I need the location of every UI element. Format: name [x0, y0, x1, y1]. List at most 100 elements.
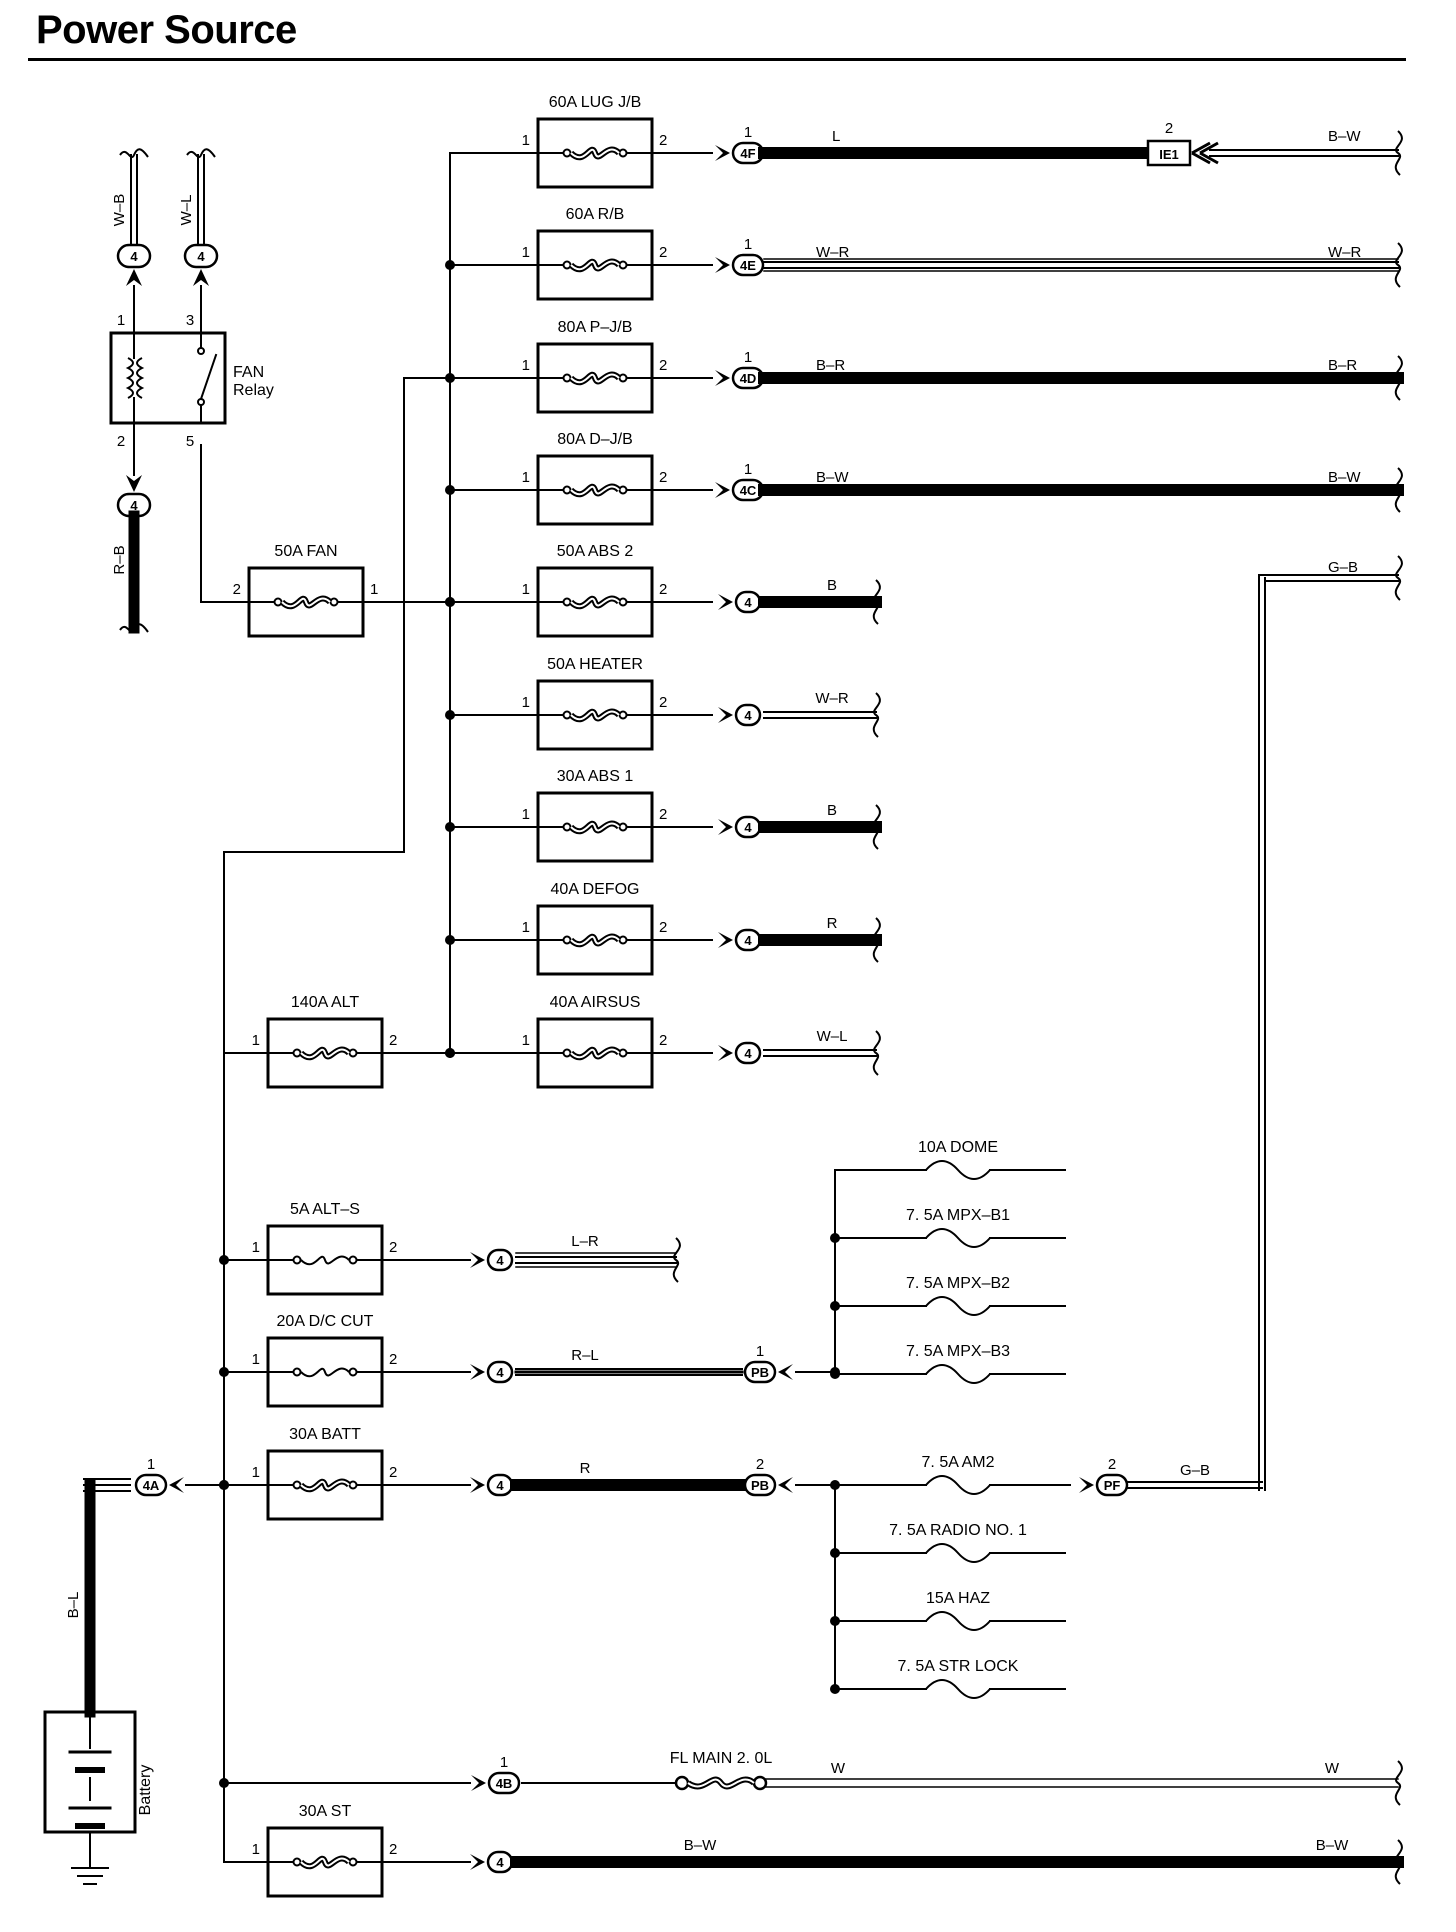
fuse-link [300, 1255, 350, 1266]
connector-arrow [715, 145, 730, 161]
junction-dot [830, 1548, 840, 1558]
wire-cut-end [872, 1030, 881, 1076]
fuse-link [570, 710, 620, 721]
relay-label: FAN [233, 364, 264, 381]
pin-number: 1 [744, 124, 752, 141]
connector-4b [487, 1771, 521, 1795]
pin-number: 1 [522, 919, 530, 936]
connector-label: PF [1104, 1478, 1121, 1493]
fuse-link [300, 1857, 350, 1868]
connector-label: IE1 [1159, 147, 1179, 162]
wire-label: W–L [817, 1028, 848, 1045]
connector-pb [743, 1473, 777, 1497]
page-title: Power Source [36, 8, 297, 52]
connector-label: 4C [740, 483, 757, 498]
wire-label: W–R [815, 690, 849, 707]
junction-dot [445, 485, 455, 495]
connector-label: 4E [740, 258, 756, 273]
pin-number: 1 [522, 132, 530, 149]
wire-label: B–R [816, 357, 845, 374]
fuse-label: 50A ABS 2 [557, 543, 634, 560]
wire-label: B–L [65, 1592, 82, 1619]
relay-label: Relay [233, 382, 274, 399]
junction-dot [830, 1301, 840, 1311]
pin-number: 1 [370, 581, 378, 598]
connector-pf [1095, 1473, 1129, 1497]
connector-arrow [718, 819, 733, 835]
fuse-label: 20A D/C CUT [277, 1313, 374, 1330]
connector-arrow [1191, 141, 1219, 165]
small-fuse-symbol [925, 1475, 991, 1495]
pin-number: 2 [659, 132, 667, 149]
wire-relay-5 [200, 444, 249, 603]
battery-label: Battery [137, 1765, 154, 1816]
pin-number: 1 [252, 1032, 260, 1049]
fuse-link [570, 373, 620, 384]
pin-number: 1 [744, 349, 752, 366]
relay-coil [125, 357, 134, 399]
small-fuse-symbol [925, 1160, 991, 1180]
wire-label: B–W [684, 1837, 717, 1854]
connector-arrow [718, 594, 733, 610]
pin-number: 2 [659, 806, 667, 823]
connector-arrow [126, 269, 142, 286]
wire-label: G–B [1180, 1462, 1210, 1479]
connector-label: 4 [496, 1253, 504, 1268]
fuse-label: 30A ABS 1 [557, 768, 634, 785]
junction-dot [830, 1616, 840, 1626]
pin-number: 1 [252, 1464, 260, 1481]
pin-number: 2 [659, 694, 667, 711]
junction-dot [830, 1367, 840, 1377]
fusible-link [687, 1778, 755, 1788]
pin-number: 2 [659, 1032, 667, 1049]
pin-number: 2 [1165, 120, 1173, 137]
wire-label: L–R [571, 1233, 599, 1250]
wire-label: B [827, 802, 837, 819]
pin-number: 1 [522, 694, 530, 711]
connector-label: 4 [130, 498, 138, 513]
wire-cut-end [119, 148, 149, 158]
wire-label: B–W [816, 469, 849, 486]
pin-number: 1 [252, 1239, 260, 1256]
wire-cut-end [1394, 242, 1403, 288]
pin-number: 2 [389, 1464, 397, 1481]
fuse-terminal [292, 1367, 302, 1377]
fuse-label: 80A P–J/B [558, 319, 633, 336]
wire-cut-end [1394, 467, 1403, 513]
pin-number: 2 [659, 919, 667, 936]
pin-number: 1 [744, 461, 752, 478]
pin-number: 1 [744, 236, 752, 253]
connector-arrow [715, 370, 730, 386]
pin-number: 2 [389, 1841, 397, 1858]
connector-arrow [470, 1477, 485, 1493]
pin-number: 1 [252, 1351, 260, 1368]
wire-cut-end [1394, 1760, 1403, 1806]
connector-arrow [470, 1252, 485, 1268]
junction-dot [445, 597, 455, 607]
fuse-label: 80A D–J/B [557, 431, 633, 448]
junction-dot [219, 1367, 229, 1377]
pin-number: 1 [147, 1456, 155, 1473]
connector-arrow [718, 1045, 733, 1061]
small-fuse-label: 7. 5A MPX–B2 [906, 1275, 1010, 1292]
connector-arrow [778, 1364, 793, 1380]
wire-cut-end [1394, 130, 1403, 176]
connector-label: 4 [744, 708, 752, 723]
connector-label: 4D [740, 371, 757, 386]
junction-dot [830, 1233, 840, 1243]
connector-arrow [470, 1854, 485, 1870]
pin-number: 1 [522, 581, 530, 598]
wire-label: R [580, 1460, 591, 1477]
wire-label: L [832, 128, 840, 145]
fuse-label: 40A DEFOG [551, 881, 640, 898]
wire-label: B–W [1328, 469, 1361, 486]
fuse-link [570, 260, 620, 271]
connector-arrow [169, 1477, 184, 1493]
wire-cut-end [1394, 355, 1403, 401]
small-fuse-symbol [925, 1543, 991, 1563]
wire-cut-end [872, 804, 881, 850]
connector-arrow [471, 1775, 486, 1791]
connector-4a [134, 1473, 168, 1497]
connector-label: PB [751, 1478, 769, 1493]
